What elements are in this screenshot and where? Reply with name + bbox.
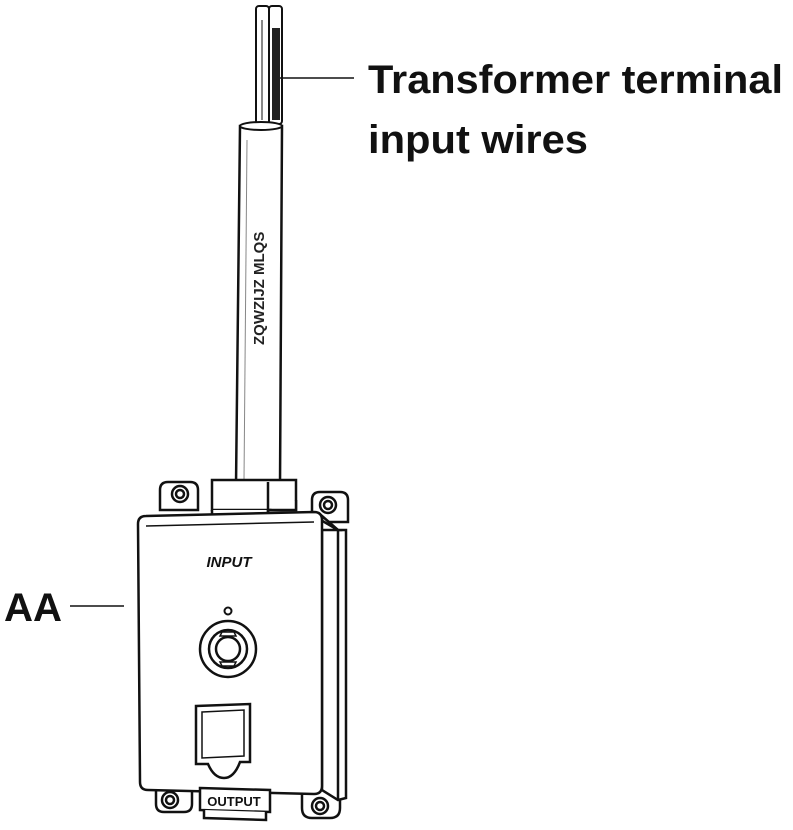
output-label: OUTPUT <box>207 794 261 809</box>
cable-jacket: ZQWZIJZ MLQS <box>234 121 284 487</box>
mounting-tab-bottom-right <box>300 788 342 820</box>
wires-callout-line1: Transformer terminal <box>368 58 783 102</box>
round-port <box>198 619 258 679</box>
cable-marking: ZQWZIJZ MLQS <box>251 232 268 345</box>
device-callout-label: AA <box>4 586 62 630</box>
input-wires <box>255 5 283 125</box>
mounting-tab-top-right <box>310 490 350 524</box>
indicator-led <box>223 606 233 616</box>
wires-callout-line2: input wires <box>368 118 588 162</box>
input-label: INPUT <box>207 554 254 571</box>
label-window <box>194 702 252 780</box>
output-connector <box>198 786 272 822</box>
mounting-tab-top-left <box>158 480 200 512</box>
